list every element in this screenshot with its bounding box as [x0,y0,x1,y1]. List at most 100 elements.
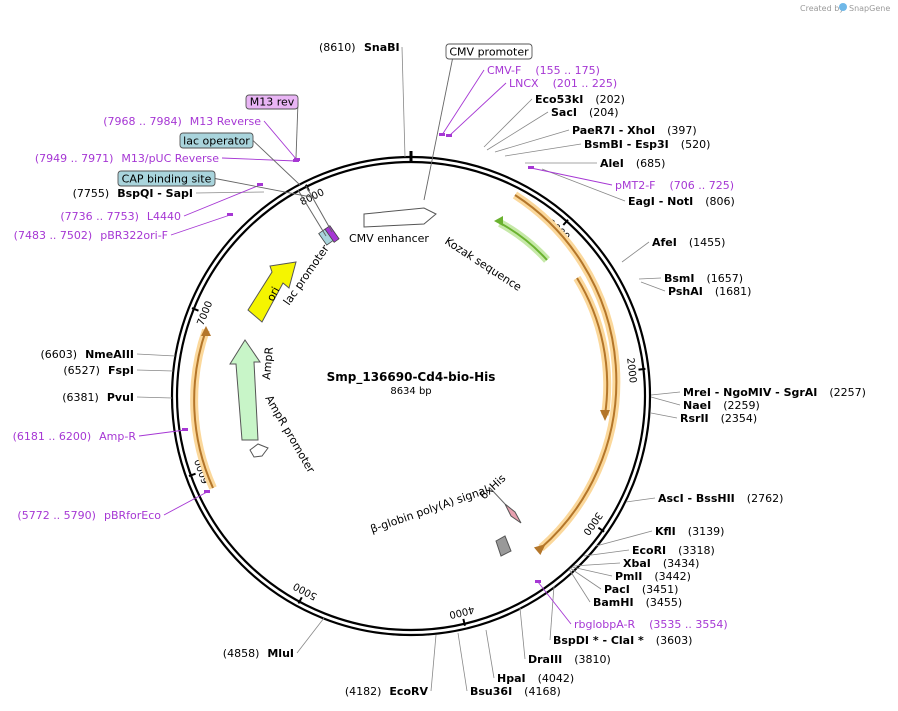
enzyme-leader [519,607,526,660]
enzyme-name: AfeI [652,236,677,249]
boxed-feature-label: lac operator [183,135,250,148]
tick-mark [597,526,605,533]
primer-site-marker [204,490,210,493]
enzyme-name: HpaI [497,672,526,685]
enzyme-leader [650,412,678,419]
primer-site-marker [227,213,233,216]
enzyme-name: EcoRV [389,685,428,698]
site-position: (2762) [747,492,784,505]
primer-leader [183,184,261,217]
orf2-arrowhead [600,410,610,421]
site-position: (2354) [721,412,758,425]
tick-mark [638,367,646,371]
enzyme-leader [572,562,621,567]
site-position: (3139) [688,525,725,538]
enzyme-leader [549,585,555,641]
cmv-enhancer-arrow [363,207,437,228]
primer-site-marker [439,133,445,136]
primer-range: (3535 .. 3554) [649,618,728,631]
site-position: (2257) [829,386,866,399]
enzyme-leader [571,566,613,577]
site-position: (397) [667,124,697,137]
kozak-glow [498,219,550,263]
enzyme-name: Eco53kI [535,93,583,106]
site-position: (6381) [62,391,99,404]
primer-name: CMV-F [487,64,521,77]
site-position: (3451) [642,583,679,596]
enzyme-leader [569,567,602,590]
ampr-promoter-label: AmpR promoter [262,393,317,476]
primer-name: L4440 [147,210,181,223]
orf-arrowhead-outer [533,544,546,556]
ampr-feature: AmpR AmpR promoter [229,339,318,476]
cmv-enhancer-feature: CMV enhancer [349,207,437,245]
primer-name: M13/pUC Reverse [121,152,219,165]
site-position: (1455) [689,236,726,249]
enzyme-name: SnaBI [364,41,400,54]
enzyme-leader [494,129,570,153]
plasmid-size: 8634 bp [390,386,431,397]
boxed-feature-label: CAP binding site [122,173,212,186]
enzyme-name: SacI [551,106,577,119]
enzyme-name: BspDI * - ClaI * [553,634,644,647]
enzyme-name: RsrII [680,412,709,425]
primer-leader [263,120,298,161]
enzyme-name: AleI [600,157,624,170]
enzyme-leader [195,191,265,194]
plasmid-name: Smp_136690-Cd4-bio-His [327,370,496,385]
primer-name: M13 Reverse [190,115,261,128]
ampr-promoter-arrow [249,443,269,458]
enzyme-leader [430,634,437,692]
enzyme-leader [621,241,650,263]
site-position: (3442) [654,570,691,583]
enzyme-leader [136,353,176,357]
ampr-orf-arrowhead [201,326,211,336]
primer-range: (7968 .. 7984) [103,115,182,128]
watermark-created-by: Created by [800,4,844,13]
primer-range: (7949 .. 7971) [35,152,114,165]
lac-leader-1 [297,189,327,237]
orf2-arrow [576,277,609,416]
globin-polya-marker [495,535,512,557]
site-position: (4858) [223,647,260,660]
primer-site-marker [182,428,188,431]
enzyme-leader [401,46,406,158]
site-position: (4042) [538,672,575,685]
ori-arrow [247,261,297,323]
primer-range: (7736 .. 7753) [60,210,139,223]
tick-mark [191,307,199,312]
lac-leader-2 [305,185,333,233]
primer-range: (7483 .. 7502) [14,229,93,242]
enzyme-name: FspI [108,364,134,377]
6xhis-marker [504,503,522,524]
enzyme-name: BamHI [593,596,634,609]
enzyme-leader [483,98,533,148]
orf-arrow-outer [514,194,618,549]
primer-name: pBRforEco [104,509,161,522]
ori-label: ori [264,285,282,304]
boxed-feature-label: CMV promoter [449,46,529,59]
enzyme-leader [136,369,174,372]
primer-leader [221,157,297,162]
primer-range: (5772 .. 5790) [17,509,96,522]
site-position: (3318) [678,544,715,557]
site-position: (6603) [41,348,78,361]
primer-name: rbglobpA-R [574,618,635,631]
ampr-label: AmpR [260,346,276,380]
primer-range: (6181 .. 6200) [13,430,92,443]
enzyme-leader [504,143,582,157]
enzyme-leader-lines [136,46,681,692]
enzyme-name: BsmBI - Esp3I [584,138,669,151]
enzyme-leader [485,629,495,679]
lac-region-features [297,185,340,246]
cmv-enhancer-label: CMV enhancer [349,232,429,245]
enzyme-name: PvuI [107,391,134,404]
primer-site-marker [257,183,263,186]
primer-name: LNCX [509,77,539,90]
enzyme-name: Bsu36I [470,685,512,698]
ori-feature: ori [247,261,297,323]
site-position: (1681) [715,285,752,298]
tick-label: 2000 [624,357,638,384]
